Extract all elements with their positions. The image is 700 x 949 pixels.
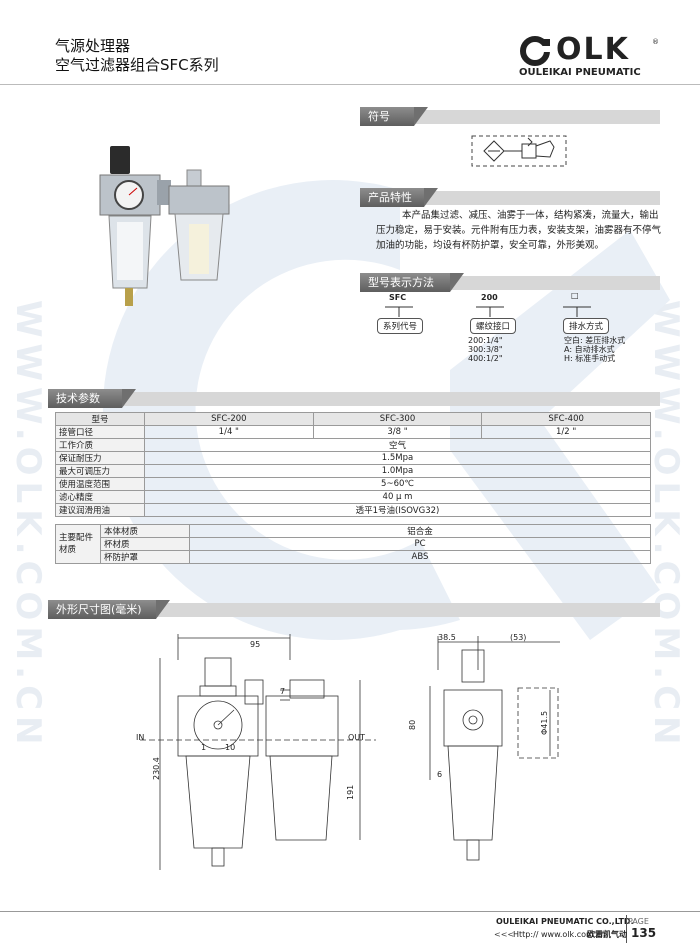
row-label: 保证耐压力 [55,451,145,465]
product-photo [99,146,230,306]
row-value: 40 μ m [144,490,651,504]
row-label: 建议润滑用油 [55,503,145,517]
table-row: 接管口径 1/4 " 3/8 " 1/2 " [55,425,651,439]
tech-section-title: 技术参数 [48,389,136,408]
row-value: ABS [189,550,651,564]
port-sfc200: 1/4 " [144,425,314,439]
footer-divider [0,911,700,912]
label-out: OUT [348,733,366,742]
features-section-title: 产品特性 [360,188,438,207]
footer-url[interactable]: Http:// www.olk.com.cn [513,930,606,939]
drain-option-1: 空白: 差压排水式 [564,336,626,345]
symbol-section-title: 符号 [360,107,428,126]
material-group-label: 主要配件材质 [55,524,101,564]
dim-95: 95 [250,640,261,649]
table-row: 主要配件材质 本体材质 铝合金 [55,524,651,564]
drain-option-3: H: 标准手动式 [564,354,616,363]
row-value: 5~60℃ [144,477,651,491]
header-model: 型号 [55,412,145,426]
thread-option-2: 300:3/8" [468,345,503,354]
symbol-section-bar [360,110,660,124]
footer-company: OULEIKAI PNEUMATIC CO.,LTD. [496,917,634,926]
brand-logo: OLK ® OULEIKAI PNEUMATIC [519,32,660,78]
row-label: 滤心精度 [55,490,145,504]
page-title-line1: 气源处理器 [55,37,131,55]
row-value: 1.5Mpa [144,451,651,465]
model-code-thread: 200 [481,293,498,302]
brand-name: OLK [556,32,630,67]
spec-table: 型号 SFC-200 SFC-300 SFC-400 接管口径 1/4 " 3/… [55,412,651,517]
row-value: 空气 [144,438,651,452]
pneumatic-symbol [471,135,567,167]
table-header-row: 型号 SFC-200 SFC-300 SFC-400 [55,412,651,426]
row-label: 使用温度范围 [55,477,145,491]
dim-6: 6 [437,770,443,779]
row-label: 杯材质 [100,537,190,551]
dims-section-bar [48,603,660,617]
table-row: 工作介质空气 [55,438,651,452]
model-section-title: 型号表示方法 [360,273,464,292]
front-view-drawing [140,634,376,870]
header-sfc300: SFC-300 [312,412,483,426]
watermark-left: WWW.OLK.COM.CN [8,300,48,751]
row-label: 最大可调压力 [55,464,145,478]
brand-mark-icon [520,36,552,66]
row-value: 铝合金 [189,524,651,538]
brand-subtitle: OULEIKAI PNEUMATIC [519,67,641,78]
dims-section-title: 外形尺寸图(毫米) [48,600,170,619]
dim-7: 7 [280,687,286,696]
table-row: 杯防护罩 ABS [56,550,651,564]
row-label: 工作介质 [55,438,145,452]
header-divider [0,84,700,85]
port-sfc400: 1/2 " [481,425,651,439]
table-row: 杯材质 PC [56,537,651,551]
dim-53: (53) [510,633,527,642]
brand-reg: ® [652,38,659,46]
thread-option-1: 200:1/4" [468,336,503,345]
model-code-drain: □ [571,291,579,300]
tech-section-bar [48,392,660,406]
footer-page-divider [626,915,627,943]
row-label-port: 接管口径 [55,425,145,439]
gauge-mark-10: 10 [225,743,236,752]
model-code-lines [385,306,591,317]
model-label-drain: 排水方式 [563,318,610,334]
material-table: 主要配件材质 本体材质 铝合金 杯材质 PC 杯防护罩 ABS [55,524,651,564]
header-sfc200: SFC-200 [144,412,314,426]
row-label: 杯防护罩 [100,550,190,564]
row-value: 透平1号油(ISOVG32) [144,503,651,517]
model-label-thread: 螺纹接口 [470,318,517,334]
model-label-series: 系列代号 [377,318,424,334]
dim-191: 191 [346,784,355,800]
footer-page-label: PAGE [628,917,649,926]
footer-cn-name: 欧雷凯气动 [587,930,627,939]
side-view-drawing [429,636,560,861]
footer-page-number: 135 [631,926,657,940]
footer-arrows: <<< [494,930,515,939]
dim-41-5: Φ41.5 [540,710,549,735]
table-row: 建议润滑用油透平1号油(ISOVG32) [55,503,651,517]
gauge-mark-1: 1 [201,743,207,752]
model-code-series: SFC [389,293,407,302]
drain-option-2: A: 自动排水式 [564,345,615,354]
dim-80: 80 [408,719,417,730]
label-in: IN [136,733,145,742]
dim-230: 230.4 [152,757,161,780]
features-text: 本产品集过滤、减压、油雾于一体，结构紧凑，流量大，输出压力稳定，易于安装。元件附… [376,210,662,251]
port-sfc300: 3/8 " [312,425,483,439]
dim-38-5: 38.5 [438,633,456,642]
row-value: 1.0Mpa [144,464,651,478]
header-sfc400: SFC-400 [481,412,651,426]
page-title-line2: 空气过滤器组合SFC系列 [55,56,219,74]
thread-option-3: 400:1/2" [468,354,503,363]
row-value: PC [189,537,651,551]
row-label: 本体材质 [100,524,190,538]
